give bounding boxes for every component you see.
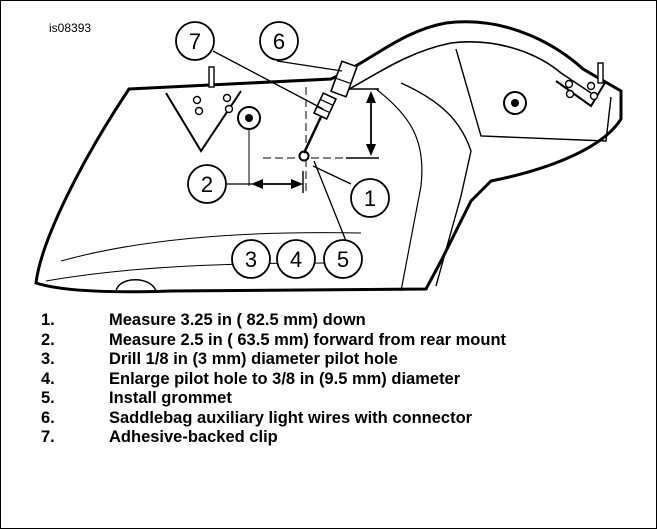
legend-number: 3. — [41, 350, 55, 368]
screw-icon — [589, 91, 599, 101]
legend-item: 1. Measure 3.25 in ( 82.5 mm) down — [1, 311, 609, 331]
svg-text:2: 2 — [201, 172, 213, 197]
screw-icon — [565, 89, 575, 99]
legend-number: 5. — [41, 389, 55, 407]
legend-item: 5. Install grommet — [1, 389, 609, 409]
svg-text:3: 3 — [245, 247, 257, 272]
screw-icon — [192, 95, 202, 105]
svg-text:1: 1 — [364, 186, 376, 211]
screw-icon — [564, 79, 574, 89]
legend-number: 7. — [41, 428, 55, 446]
callout-3: 3 — [231, 239, 271, 279]
callout-5: 5 — [323, 239, 363, 279]
bottom-lip — [115, 279, 157, 292]
screw-icon — [586, 81, 596, 91]
legend-number: 2. — [41, 330, 55, 349]
screw-icon — [222, 93, 232, 103]
saddlebag-outline — [34, 20, 623, 294]
leader-line-6 — [276, 60, 343, 72]
callout-2: 2 — [187, 164, 227, 204]
callout-4: 4 — [276, 239, 316, 279]
adhesive-clip — [312, 92, 338, 120]
connector — [329, 60, 359, 98]
rear-mount-center — [245, 114, 253, 122]
front-mount-center — [511, 99, 519, 107]
figure-id: is08393 — [49, 21, 92, 35]
right-mount-bracket — [555, 80, 607, 108]
arrow-right-icon — [291, 179, 303, 189]
legend-item: 7. Adhesive-backed clip — [1, 428, 609, 448]
legend-text: Adhesive-backed clip — [109, 428, 278, 446]
arrow-left-icon — [251, 179, 263, 189]
callout-1: 1 — [350, 178, 390, 218]
callout-7: 7 — [175, 21, 215, 61]
legend-text: Install grommet — [109, 389, 232, 407]
legend-item: 2. Measure 2.5 in ( 63.5 mm) forward from… — [1, 331, 609, 351]
saddlebag-illustration: 7 6 2 1 3 4 5 — [34, 20, 623, 294]
legend-number: 6. — [41, 408, 55, 427]
legend-text: Measure 2.5 in ( 63.5 mm) forward from r… — [109, 330, 507, 349]
callout-6: 6 — [259, 21, 299, 61]
legend-text: Saddlebag auxiliary light wires with con… — [109, 408, 473, 427]
left-post — [208, 66, 215, 88]
leader-line-5 — [313, 160, 347, 242]
svg-text:5: 5 — [337, 247, 349, 272]
legend-number: 1. — [41, 311, 55, 329]
body-contour-2 — [375, 88, 423, 292]
callout-legend: 1. Measure 3.25 in ( 82.5 mm) down 2. Meas… — [1, 311, 609, 448]
leader-line-7 — [212, 50, 324, 110]
legend-item: 6. Saddlebag auxiliary light wires with c… — [1, 409, 609, 429]
arrow-down-icon — [366, 144, 376, 156]
right-post — [597, 62, 604, 84]
legend-text: Drill 1/8 in (3 mm) diameter pilot hole — [109, 350, 398, 368]
legend-text: Measure 3.25 in ( 82.5 mm) down — [109, 311, 366, 329]
svg-text:4: 4 — [290, 247, 302, 272]
legend-item: 3. Drill 1/8 in (3 mm) diameter pilot hol… — [1, 350, 609, 370]
lid-inner-line — [345, 41, 592, 94]
screw-icon — [194, 106, 204, 116]
leader-line-1 — [312, 165, 352, 185]
legend-item: 4. Enlarge pilot hole to 3/8 in (9.5 mm) … — [1, 370, 609, 390]
legend-number: 4. — [41, 369, 55, 388]
svg-text:6: 6 — [273, 29, 285, 54]
svg-text:7: 7 — [189, 29, 201, 54]
screw-icon — [224, 104, 234, 114]
body-contour-1 — [400, 82, 472, 287]
legend-text: Enlarge pilot hole to 3/8 in (9.5 mm) di… — [109, 369, 461, 388]
body-contour-3 — [60, 232, 362, 262]
arrow-up-icon — [366, 91, 376, 103]
lid-front-face — [455, 48, 612, 142]
